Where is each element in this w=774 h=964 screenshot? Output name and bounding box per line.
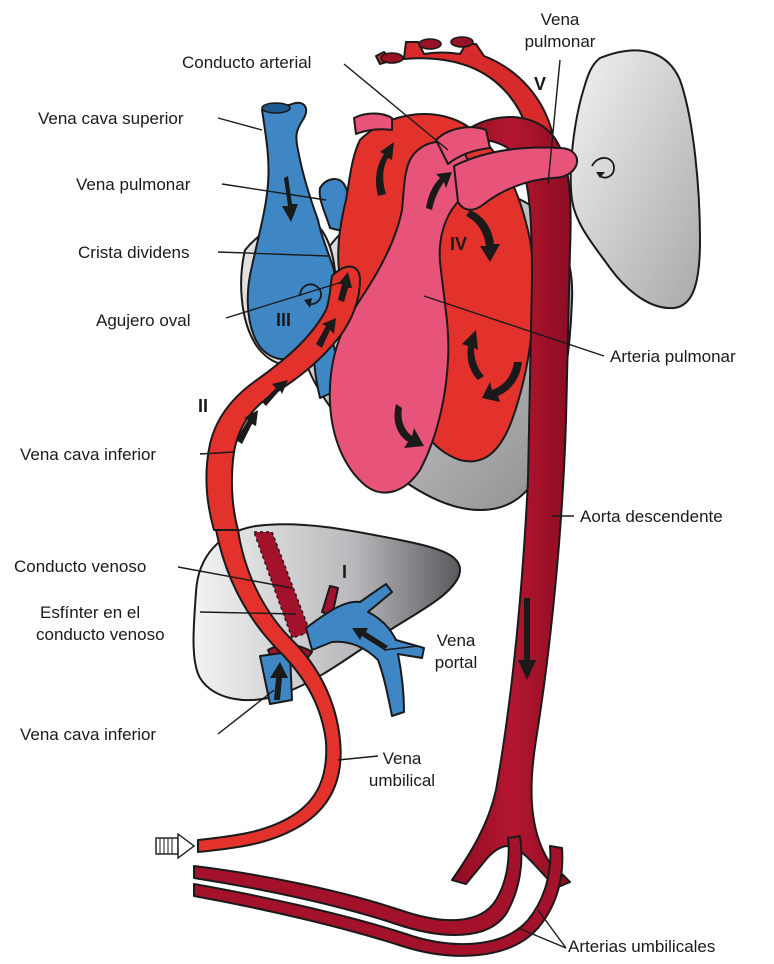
- numeral-iii: III: [276, 310, 291, 330]
- aortic-branch-3: [451, 37, 473, 47]
- label-esfinter-1: Esfínter en el: [40, 603, 140, 622]
- label-vena-pulmonar-top-1: Vena: [541, 10, 580, 29]
- label-vena-portal-2: portal: [435, 653, 478, 672]
- label-agujero-oval: Agujero oval: [96, 311, 191, 330]
- label-vena-umbilical-1: Vena: [383, 749, 422, 768]
- numeral-v: V: [534, 74, 546, 94]
- label-crista-dividens: Crista dividens: [78, 243, 190, 262]
- vena-cava-superior-opening: [262, 103, 290, 113]
- numeral-i: I: [342, 562, 347, 582]
- label-arteria-pulmonar: Arteria pulmonar: [610, 347, 736, 366]
- numeral-iv: IV: [450, 234, 467, 254]
- lung: [571, 50, 700, 308]
- label-esfinter-2: conducto venoso: [36, 625, 165, 644]
- label-vena-cava-inferior-low: Vena cava inferior: [20, 725, 156, 744]
- aortic-branch-2: [419, 39, 441, 49]
- numeral-ii: II: [198, 396, 208, 416]
- label-vena-portal-1: Vena: [437, 631, 476, 650]
- aortic-branch-1: [381, 53, 403, 63]
- label-vena-umbilical-2: umbilical: [369, 771, 435, 790]
- umbilical-inflow-arrow-icon: [156, 834, 194, 858]
- label-vena-pulmonar-top-2: pulmonar: [525, 32, 596, 51]
- label-aorta-descendente: Aorta descendente: [580, 507, 723, 526]
- label-vena-cava-superior: Vena cava superior: [38, 109, 184, 128]
- label-vena-pulmonar-left: Vena pulmonar: [76, 175, 191, 194]
- label-arterias-umbilicales: Arterias umbilicales: [568, 937, 715, 956]
- label-conducto-arterial: Conducto arterial: [182, 53, 311, 72]
- label-vena-cava-inferior-mid: Vena cava inferior: [20, 445, 156, 464]
- label-conducto-venoso: Conducto venoso: [14, 557, 146, 576]
